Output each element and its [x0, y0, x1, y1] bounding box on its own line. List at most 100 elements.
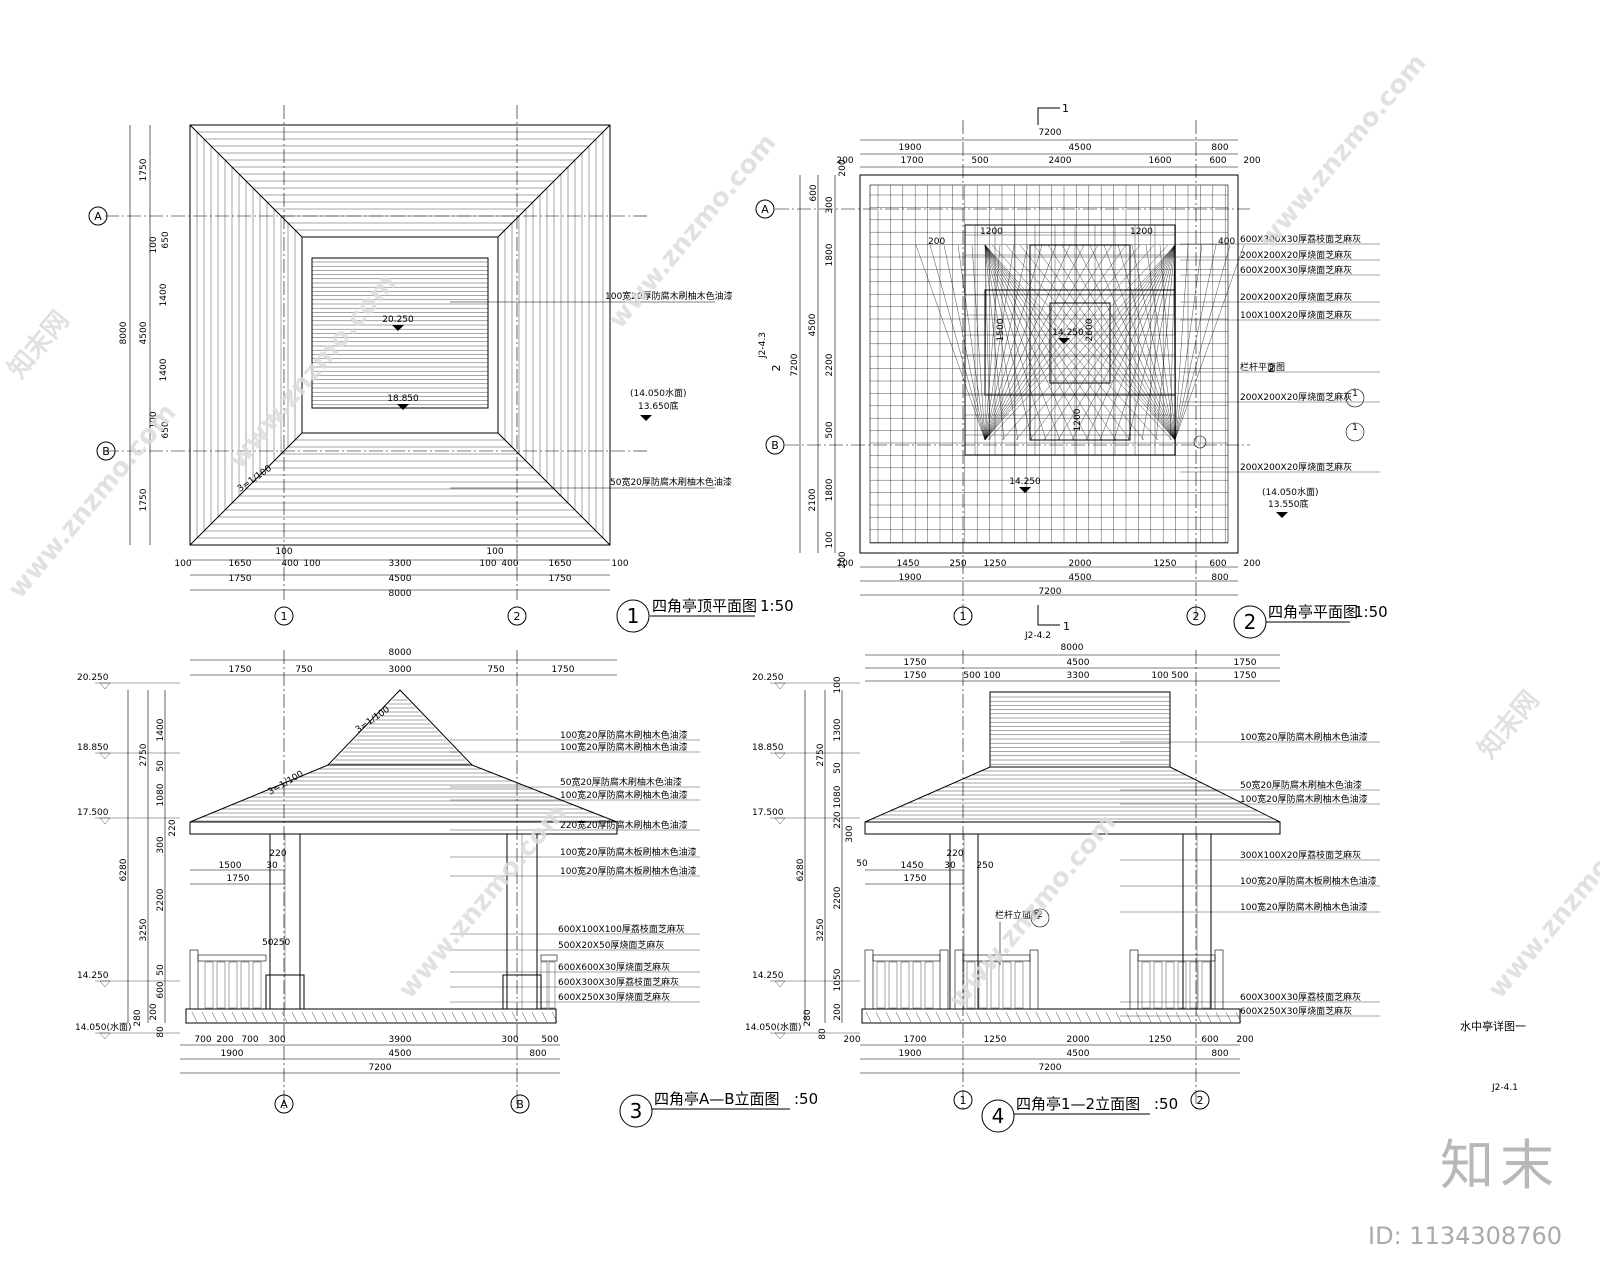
- dim3-t-750-l: 750: [295, 665, 312, 675]
- dim-650-b: 650: [161, 421, 171, 438]
- deck-hatch-line: [291, 1011, 298, 1023]
- diamond-a: [991, 244, 1173, 441]
- view2-material-notes: 600X300X30厚荔枝面芝麻灰200X200X20厚烧面芝麻灰600X200…: [1180, 233, 1380, 473]
- dim4-b-600: 600: [1201, 1035, 1218, 1045]
- deck4-hatch-line: [885, 1011, 892, 1023]
- watermark-site-2: www.znzmo.com: [602, 128, 782, 334]
- baluster4: [1153, 961, 1163, 1009]
- title-text-3: 四角亭A—B立面图: [654, 1090, 780, 1108]
- view3-note: 100宽20厚防腐木刷柚木色油漆: [560, 789, 688, 801]
- deck4-hatch-line: [935, 1011, 942, 1023]
- dim4-b2-4500: 4500: [1067, 1049, 1090, 1059]
- view2-note: 600X300X30厚荔枝面芝麻灰: [1240, 233, 1361, 245]
- elev-label: 17.500: [77, 808, 109, 818]
- elev-triangle: [774, 980, 786, 988]
- dim3-b-500: 500: [541, 1035, 558, 1045]
- title-bubble-3: [619, 1094, 653, 1128]
- deck-hatch-line: [481, 1011, 488, 1023]
- title-scale-2: 1:50: [1354, 603, 1388, 621]
- view-1-roof-plan: A B 1 2 1750 100 650 1400 4500 1400 100 …: [88, 105, 794, 633]
- view3-note: 600X250X30厚烧面芝麻灰: [558, 991, 670, 1003]
- diamond-b: [1141, 244, 1176, 441]
- diamond-a: [984, 244, 1033, 441]
- lower-roof-4-hatch: [872, 770, 1273, 820]
- dim2-b-1250-r: 1250: [1154, 559, 1177, 569]
- deck-hatch-line: [251, 1011, 258, 1023]
- dim2-l-200b: 200: [838, 551, 848, 568]
- ref-left: J2-4.3: [758, 332, 768, 359]
- deck4-hatch-line: [1175, 1011, 1182, 1023]
- dim-1750-bottom: 1750: [139, 488, 149, 511]
- rail-elev-callout: [1030, 908, 1050, 928]
- dim3-in-50250: 50: [262, 938, 274, 948]
- axis-a-label: A: [94, 210, 102, 223]
- view2-note: 栏杆平面图: [1240, 361, 1285, 373]
- deck-hatch-line: [381, 1011, 388, 1023]
- deck4-hatch-line: [905, 1011, 912, 1023]
- dim3-b-300-r: 300: [501, 1035, 518, 1045]
- deck4-hatch-line: [1185, 1011, 1192, 1023]
- view4-note: 100宽20厚防腐木刷柚木色油漆: [1240, 731, 1368, 743]
- id-watermark: ID: 1134308760: [1368, 1222, 1562, 1250]
- elev-note-bottom: 13.650底: [638, 400, 679, 412]
- rail4-post: [1029, 949, 1039, 1010]
- view-3-elevation-a-b: A B 8000 1750 750 3000 750 1750 20.25018…: [75, 648, 818, 1128]
- dim4-t2-1750-l: 1750: [904, 671, 927, 681]
- sheet-number: J2-4.1: [1491, 1083, 1518, 1093]
- deck-hatch-line: [521, 1011, 528, 1023]
- section-mark-top-label: 1: [1062, 102, 1069, 115]
- hip-line-nw: [189, 124, 303, 238]
- baluster4: [876, 961, 886, 1009]
- diamond-a: [984, 244, 1089, 441]
- rail4-top: [872, 954, 941, 962]
- brand-watermark: 知末: [1440, 1134, 1560, 1197]
- diamond-b: [957, 244, 986, 441]
- elev-label: 20.250: [77, 673, 109, 683]
- watermark-cn-1: 知末网: [2, 305, 75, 384]
- dim2-b-600: 600: [1209, 559, 1226, 569]
- dim-b2-1750-l: 1750: [229, 574, 252, 584]
- elev2-lower: 14.250: [1009, 477, 1041, 487]
- deck-hatch-line: [191, 1011, 198, 1023]
- roof-top-panel: [311, 257, 489, 409]
- dim3-b-700-b: 700: [241, 1035, 258, 1045]
- dim3-in-1500: 1500: [219, 861, 242, 871]
- dim2-l-1800b: 1800: [825, 478, 835, 501]
- dim-b-100-r2: 100: [479, 559, 496, 569]
- diamond-b: [1113, 244, 1176, 441]
- baluster4: [1177, 961, 1187, 1009]
- elev-triangle: [99, 752, 111, 760]
- diamond-a: [1019, 244, 1176, 441]
- dim-b-100-r: 100: [611, 559, 628, 569]
- baluster4: [888, 961, 898, 1009]
- railing-4: [864, 949, 1224, 1010]
- diamond-a: [1131, 244, 1176, 441]
- title-num-4: 4: [992, 1104, 1005, 1128]
- dim4-t2-100-l: 100: [983, 671, 1000, 681]
- axis2-2-label: 2: [1193, 610, 1200, 623]
- dim2-t2-1700: 1700: [901, 156, 924, 166]
- axis-2-label: 2: [514, 610, 521, 623]
- dim2-b2-1900: 1900: [899, 573, 922, 583]
- title-num-1: 1: [627, 604, 640, 628]
- dim4-li-100: 100: [833, 676, 843, 693]
- inner-dim-1500: 1500: [996, 318, 1006, 341]
- elev-mark-mid: [397, 404, 409, 410]
- deck-hatch-line: [461, 1011, 468, 1023]
- dim-b2-4500: 4500: [389, 574, 412, 584]
- axis2-bubble-a: [755, 199, 775, 219]
- diamond-a: [1061, 244, 1176, 441]
- dim2-b-250: 250: [949, 559, 966, 569]
- view3-material-notes: 100宽20厚防腐木刷柚木色油漆100宽20厚防腐木刷柚木色油漆50宽20厚防腐…: [450, 729, 700, 1003]
- dim4-b2-1900: 1900: [899, 1049, 922, 1059]
- elev2-mark-center: [1058, 338, 1070, 344]
- axis3-a-label: A: [280, 1098, 288, 1111]
- axis3-b-label: B: [516, 1098, 524, 1111]
- title-text-4: 四角亭1—2立面图: [1016, 1095, 1140, 1113]
- diamond-b: [1057, 244, 1176, 441]
- baluster-r: [548, 961, 556, 1009]
- baluster4: [912, 961, 922, 1009]
- elev-label: 17.500: [752, 808, 784, 818]
- dim3-in-30: 30: [266, 861, 278, 871]
- baluster4: [924, 961, 934, 1009]
